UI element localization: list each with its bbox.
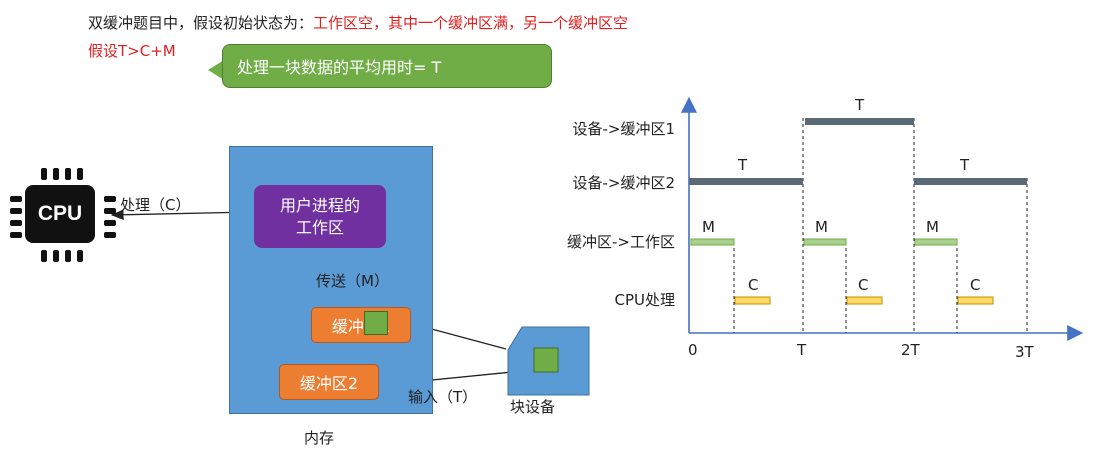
memory-label: 内存 (304, 429, 335, 447)
transfer-label: 传送（M） (316, 272, 389, 290)
bar-buffer1-T (805, 118, 914, 125)
tick-2T: 2T (901, 341, 920, 359)
callout-tail (208, 60, 224, 80)
buffer-1-data-block (364, 311, 388, 335)
bar-buffer2-T2 (914, 178, 1027, 185)
row-label-cpu: CPU处理 (614, 291, 676, 309)
bar-move-2 (803, 238, 847, 246)
row-label-transfer: 缓冲区->工作区 (567, 233, 675, 251)
seg-label-m-2: M (815, 218, 828, 236)
seg-label-m-3: M (926, 218, 939, 236)
buffer-2-box: 缓冲区2 (279, 364, 379, 400)
assumption-text: 假设T>C+M (88, 42, 176, 60)
seg-label-c-3: C (970, 276, 981, 294)
bar-cpu-3 (957, 296, 994, 305)
process-label: 处理（C） (120, 196, 191, 214)
header-line1: 双缓冲题目中，假设初始状态为：工作区空，其中一个缓冲区满，另一个缓冲区空 (88, 12, 628, 33)
header-highlight: 工作区空，其中一个缓冲区满，另一个缓冲区空 (313, 14, 629, 32)
cpu-icon (0, 160, 120, 270)
seg-label-c-1: C (748, 276, 759, 294)
header-text: 双缓冲题目中，假设初始状态为： (88, 14, 314, 32)
input-label: 输入（T） (408, 388, 478, 406)
callout-box: 处理一块数据的平均用时= T (222, 44, 552, 88)
tick-0: 0 (688, 341, 698, 359)
bar-cpu-2 (846, 296, 883, 305)
device-label: 块设备 (510, 398, 556, 416)
seg-label-m-1: M (702, 218, 715, 236)
bar-move-3 (914, 238, 958, 246)
bar-move-1 (690, 238, 735, 246)
seg-label-c-2: C (858, 276, 869, 294)
bar-cpu-1 (734, 296, 771, 305)
buffer-1-box: 缓冲区1 (311, 307, 411, 343)
tick-T: T (797, 341, 807, 359)
seg-label-t-1: T (855, 96, 865, 114)
bar-buffer2-T1 (689, 178, 803, 185)
work-area-box: 用户进程的 工作区 (252, 183, 388, 250)
seg-label-t-3: T (960, 156, 970, 174)
tick-3T: 3T (1015, 343, 1034, 361)
row-label-buffer1: 设备->缓冲区1 (572, 120, 675, 138)
cpu-label: CPU (25, 185, 95, 243)
block-device-icon (507, 326, 590, 396)
process-arrow (110, 209, 253, 220)
seg-label-t-2: T (738, 156, 748, 174)
row-label-buffer2: 设备->缓冲区2 (572, 174, 675, 192)
